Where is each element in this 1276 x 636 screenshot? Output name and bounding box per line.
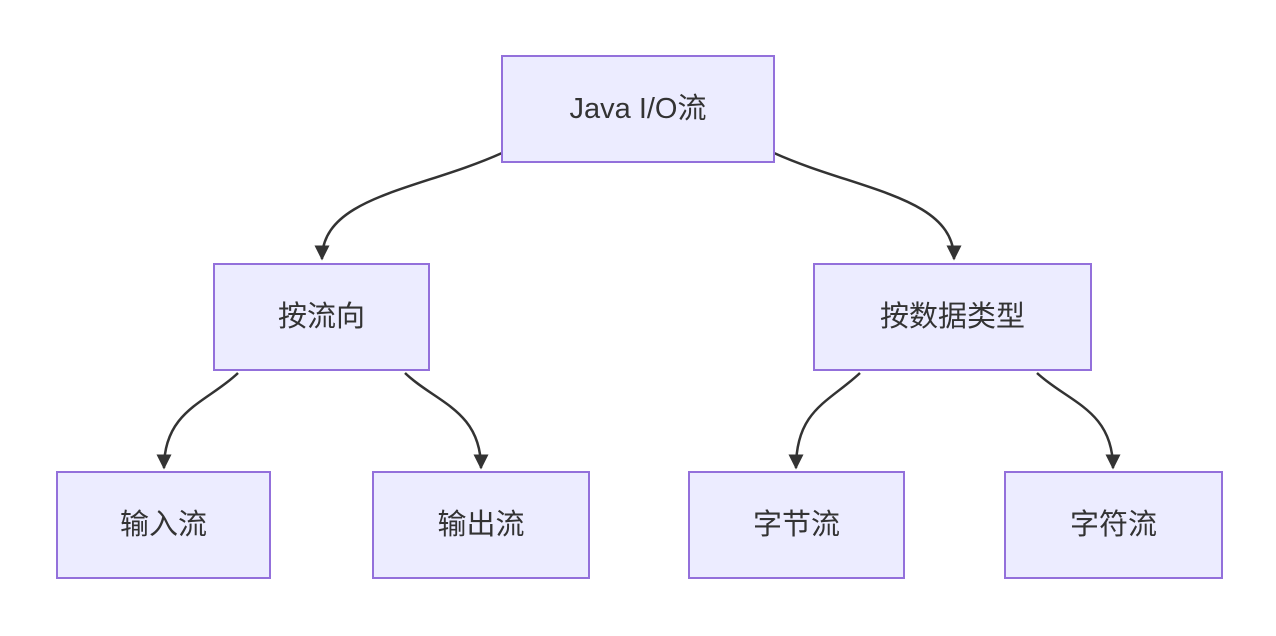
node-java-io-stream-label: Java I/O流: [569, 92, 707, 125]
node-java-io-stream: Java I/O流: [501, 55, 775, 163]
node-input-stream-label: 输入流: [119, 508, 207, 541]
edge-by-datatype-to-byte: [788, 372, 861, 470]
edge-by-datatype-to-char: [1036, 372, 1121, 470]
node-byte-stream: 字节流: [688, 471, 905, 579]
node-by-datatype: 按数据类型: [813, 263, 1092, 371]
node-output-stream: 输出流: [372, 471, 590, 579]
node-byte-stream-label: 字节流: [752, 508, 840, 541]
node-char-stream-label: 字符流: [1069, 508, 1157, 541]
edge-by-direction-to-input: [156, 372, 239, 470]
node-by-datatype-label: 按数据类型: [879, 300, 1025, 333]
edge-by-direction-to-output: [404, 372, 489, 470]
node-char-stream: 字符流: [1004, 471, 1223, 579]
edge-root-to-by-direction: [314, 151, 503, 261]
node-by-direction: 按流向: [213, 263, 430, 371]
edge-root-to-by-datatype: [773, 151, 962, 261]
node-by-direction-label: 按流向: [277, 300, 365, 333]
node-input-stream: 输入流: [56, 471, 271, 579]
node-output-stream-label: 输出流: [437, 508, 525, 541]
